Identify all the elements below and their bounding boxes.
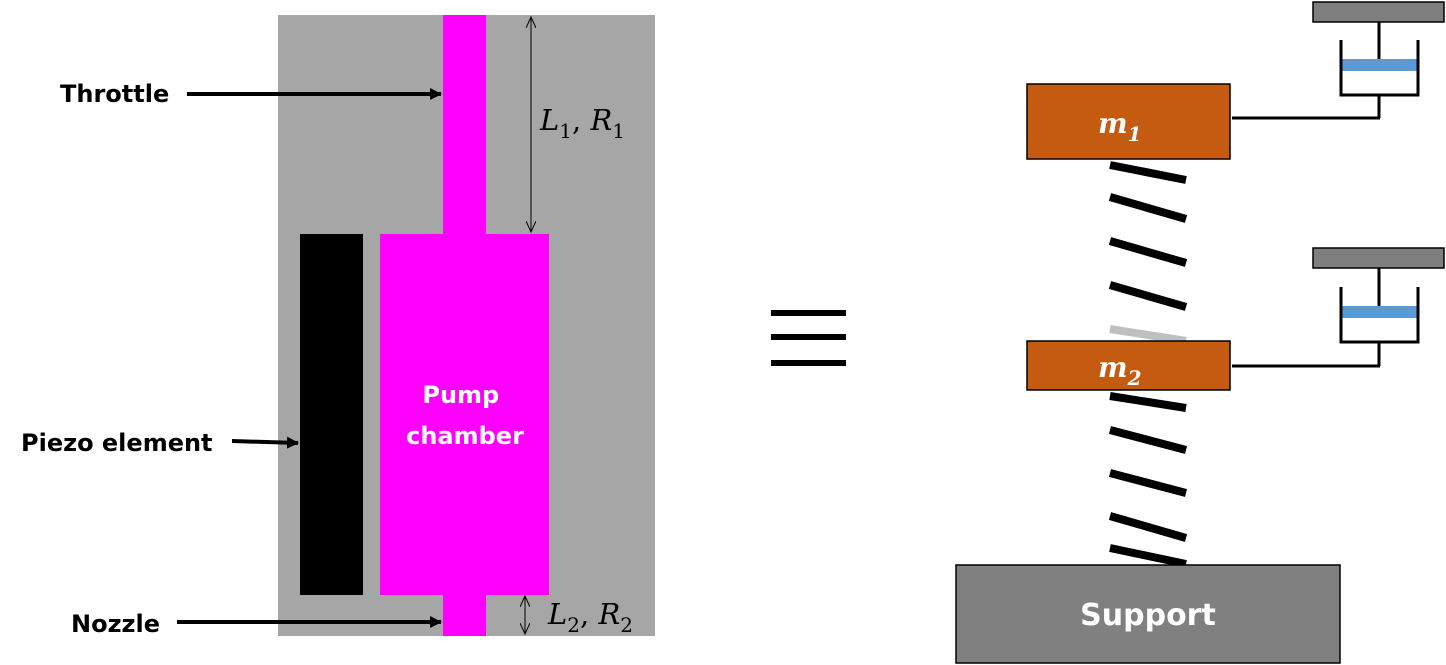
support-label: Support (1080, 598, 1216, 633)
mass-m2 (1026, 340, 1231, 391)
nozzle-channel (443, 594, 486, 636)
throttle-channel (443, 15, 486, 235)
mass-m1 (1026, 83, 1231, 160)
piezo-arrow (231, 436, 299, 449)
dimension-label-1: L1, R1 (539, 103, 625, 143)
piezo-element (300, 234, 363, 595)
pump-schematic: Pump chamber Throttle Piezo element Nozz… (21, 15, 655, 638)
mass-m1-label: m1 (1098, 107, 1142, 146)
spring-upper (1108, 161, 1188, 345)
nozzle-label: Nozzle (71, 610, 160, 638)
spring-lower (1108, 392, 1188, 568)
throttle-label: Throttle (60, 80, 169, 108)
damper-upper (1232, 1, 1445, 120)
equivalence-symbol (771, 310, 846, 366)
pump-chamber-label: Pump chamber (406, 381, 524, 450)
support-block (955, 564, 1341, 664)
pump-chamber (380, 234, 549, 595)
piezo-label: Piezo element (21, 429, 213, 457)
mass-m2-label: m2 (1098, 351, 1142, 390)
damper-lower (1232, 247, 1445, 368)
dimension-label-2: L2, R2 (547, 597, 633, 637)
mass-spring-model: m1 m2 Support (955, 1, 1445, 664)
